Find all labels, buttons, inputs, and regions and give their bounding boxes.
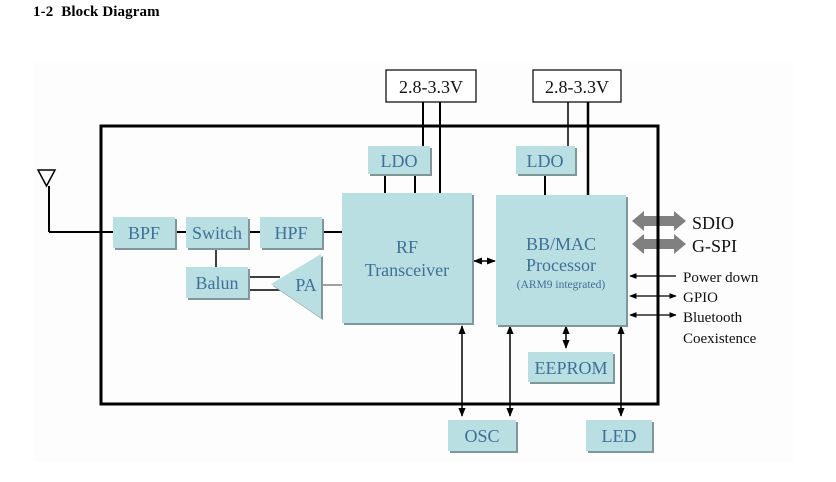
bb-supply-label: 2.8-3.3V <box>545 77 609 97</box>
bb-mac-label-line2: Processor <box>526 255 596 275</box>
bb-mac-label-line3: (ARM9 integrated) <box>517 279 606 291</box>
bb-supply-box <box>532 69 622 103</box>
rf-supply-label: 2.8-3.3V <box>399 77 463 97</box>
bb-mac-label-line1: BB/MAC <box>526 234 596 254</box>
antenna-icon <box>36 169 113 233</box>
ldo-bb-block <box>516 146 575 174</box>
led-block <box>586 420 652 451</box>
ldo-rf-label: LDO <box>381 151 418 171</box>
pa-label: PA <box>295 275 316 295</box>
bpf-label: BPF <box>128 223 160 243</box>
rf-transceiver-label-line1: RF <box>396 237 418 257</box>
gspi-label: G-SPI <box>692 236 737 256</box>
balun-block <box>186 267 248 298</box>
rf-supply-box <box>385 69 477 103</box>
rf-transceiver-block <box>342 193 472 323</box>
balun-label: Balun <box>196 273 239 293</box>
ldo-rf-block <box>368 146 430 174</box>
hpf-block <box>260 217 322 248</box>
bt-coex-label-line1: Bluetooth <box>683 310 743 326</box>
module-boundary <box>99 124 660 406</box>
section-number: 1-2 <box>33 4 54 20</box>
switch-label: Switch <box>192 223 242 243</box>
pa-block <box>271 254 321 318</box>
bt-coex-label-line2: Coexistence <box>683 331 757 347</box>
switch-block <box>186 217 248 248</box>
power-down-label: Power down <box>683 270 759 286</box>
rf-transceiver-label-line2: Transceiver <box>365 260 449 280</box>
led-label: LED <box>602 426 637 446</box>
osc-label: OSC <box>464 426 499 446</box>
gpio-label: GPIO <box>683 290 718 306</box>
bpf-block <box>113 217 175 248</box>
section-heading: 1-2 Block Diagram <box>33 4 160 21</box>
eeprom-label: EEPROM <box>534 358 607 378</box>
hpf-label: HPF <box>274 223 307 243</box>
eeprom-block <box>528 352 613 382</box>
bb-mac-processor-block <box>496 195 626 325</box>
sdio-label: SDIO <box>692 213 734 233</box>
osc-block <box>448 420 516 451</box>
section-title: Block Diagram <box>61 4 160 20</box>
ldo-bb-label: LDO <box>527 151 564 171</box>
